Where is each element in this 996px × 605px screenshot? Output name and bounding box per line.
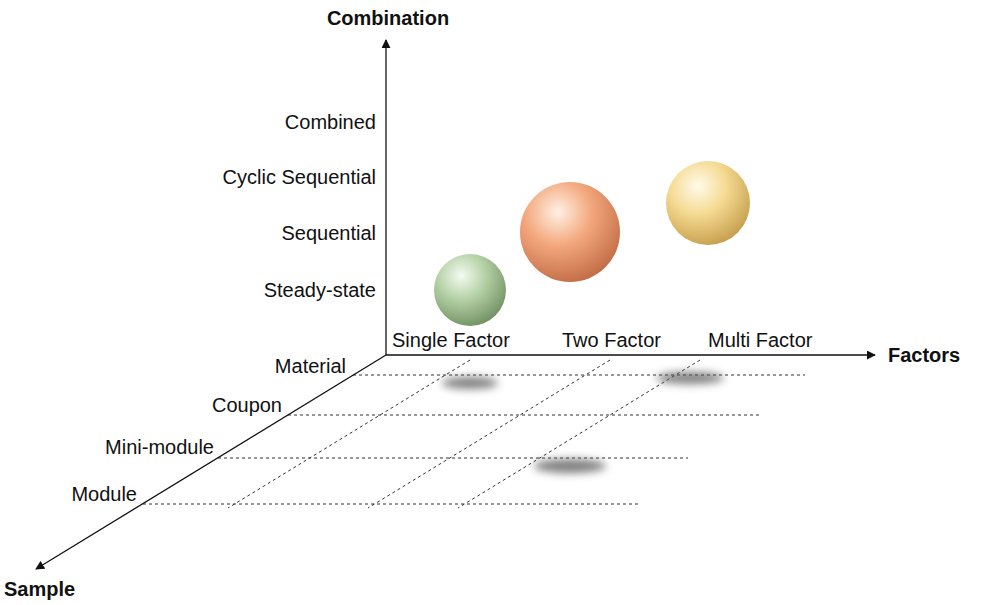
grid-line: [218, 458, 688, 459]
axis-tick-label: Steady-state: [264, 279, 376, 301]
axis-title: Factors: [888, 344, 960, 366]
axis-tick-label: Material: [275, 355, 346, 377]
grid-line: [143, 504, 640, 505]
sphere-shadow: [442, 377, 498, 389]
grid-line: [288, 415, 760, 416]
grid-line: [353, 375, 805, 376]
axis-tick-label: Cyclic Sequential: [223, 166, 376, 188]
combination-axis: [385, 40, 386, 355]
sphere: [434, 254, 506, 326]
axis-tick-label: Module: [71, 483, 137, 505]
axis-tick-label: Mini-module: [105, 436, 214, 458]
axis-tick-label: Multi Factor: [708, 329, 812, 351]
axis-tick-label: Two Factor: [562, 329, 661, 351]
axis-tick-label: Single Factor: [392, 329, 510, 351]
grid: [143, 360, 805, 508]
axis-title: Sample: [4, 578, 75, 600]
factors-axis: [386, 354, 875, 355]
sphere: [520, 182, 620, 282]
sphere-shadow: [534, 459, 606, 473]
axis-title: Combination: [327, 7, 449, 29]
sample-axis: [36, 355, 386, 569]
sphere-shadow: [656, 372, 724, 384]
axes: [36, 40, 875, 569]
grid-line: [228, 360, 470, 508]
axis-tick-label: Combined: [285, 111, 376, 133]
grid-line: [368, 360, 610, 508]
shadows: [442, 372, 724, 473]
sphere: [666, 161, 750, 245]
axis-tick-label: Sequential: [281, 222, 376, 244]
axis-tick-label: Coupon: [212, 394, 282, 416]
